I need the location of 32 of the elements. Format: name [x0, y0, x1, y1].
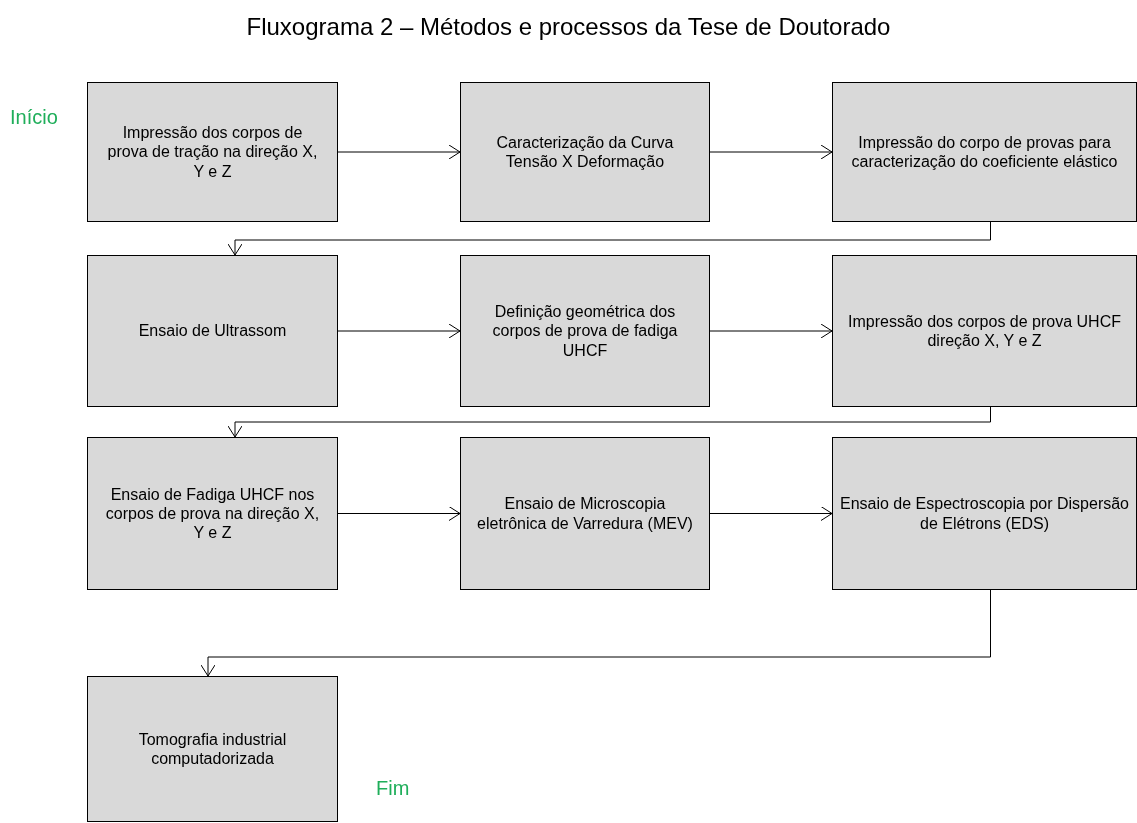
arrow	[227, 406, 991, 438]
box-text: Impressão dos corpos de prova de tração na direção X, Y e Z	[106, 123, 319, 181]
arrow	[337, 144, 461, 160]
box-text: Definição geométrica dos corpos de prova de fadiga UHCF	[491, 302, 679, 360]
process-box	[460, 82, 710, 222]
arrow	[227, 221, 991, 256]
arrow	[709, 144, 833, 160]
process-box	[87, 676, 338, 822]
arrow	[337, 323, 461, 339]
box-text: Caracterização da Curva Tensão X Deformação	[495, 132, 675, 172]
box-text: Tomografia industrial computadorizada	[137, 729, 288, 769]
box-text: Ensaio de Espectroscopia por Dispersão de Elétrons (EDS)	[838, 494, 1130, 533]
process-box	[832, 255, 1137, 407]
process-box	[460, 255, 710, 407]
process-box	[87, 255, 338, 407]
process-box	[87, 82, 338, 222]
arrow	[337, 506, 461, 521]
box-text: Ensaio de Microscopia eletrônica de Varredura (MEV)	[477, 494, 693, 533]
box-text: Impressão do corpo de provas para caracterização do coeficiente elástico	[850, 132, 1119, 172]
process-box	[460, 437, 710, 590]
box-text: Ensaio de Ultrassom	[138, 321, 287, 341]
flow-marker-label: Início	[10, 106, 58, 129]
process-box	[87, 437, 338, 590]
diagram-title: Fluxograma 2 – Métodos e processos da Tese de Doutorado	[245, 14, 892, 41]
arrow	[709, 323, 833, 339]
box-text: Ensaio de Fadiga UHCF nos corpos de prova na direção X, Y e Z	[104, 484, 321, 543]
box-text: Impressão dos corpos de prova UHCF direção X, Y e Z	[847, 311, 1122, 351]
arrow	[709, 506, 833, 521]
process-box	[832, 437, 1137, 590]
flow-marker-label: Fim	[376, 777, 410, 800]
arrow	[200, 589, 991, 677]
process-box	[832, 82, 1137, 222]
